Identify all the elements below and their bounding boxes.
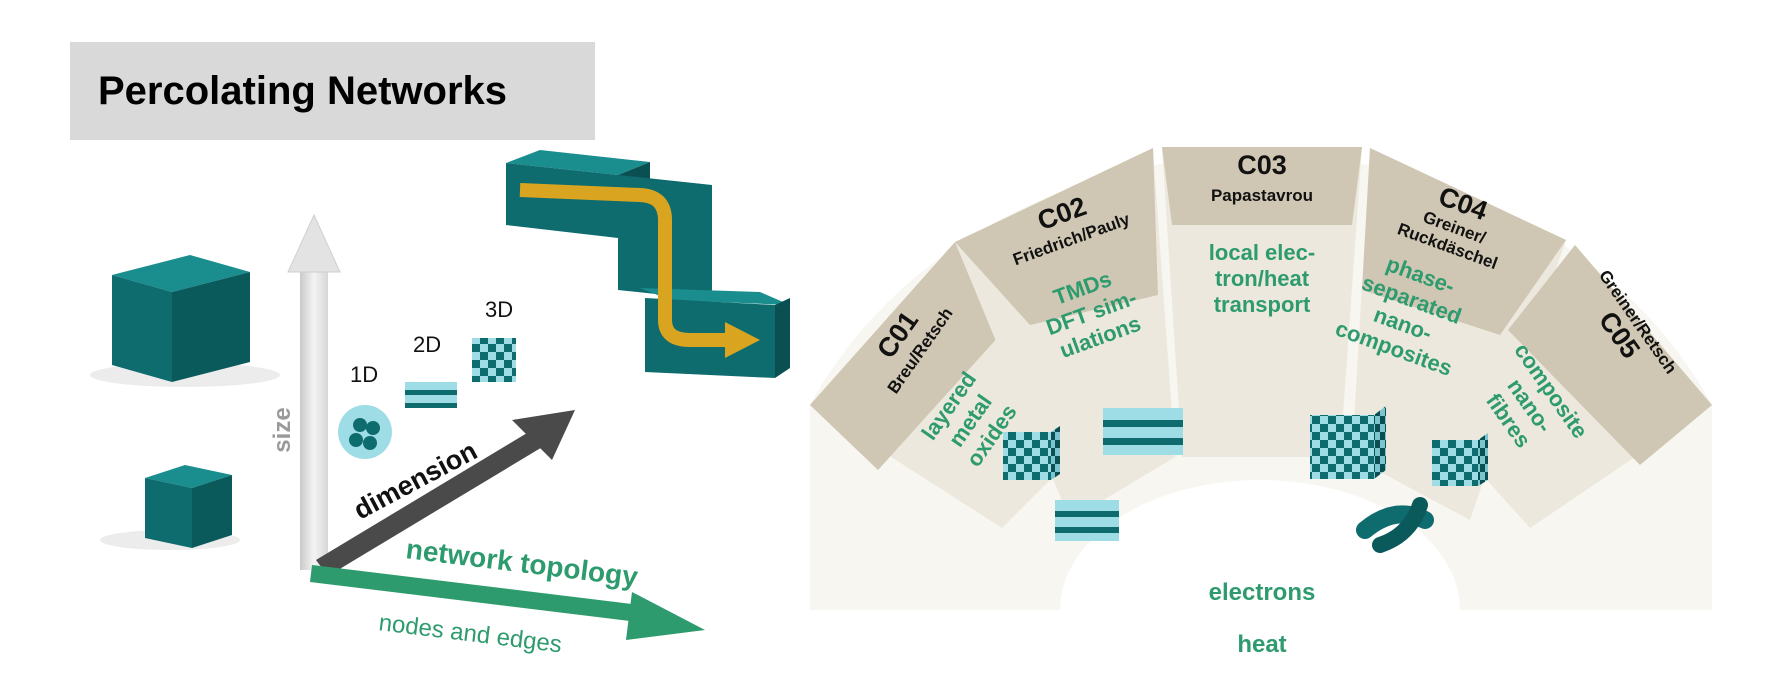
dim-label-1d: 1D <box>350 362 378 387</box>
project-topic-c03-line1: local elec- <box>1209 240 1315 265</box>
3d-network-icon <box>472 338 516 382</box>
dim-label-2d: 2D <box>413 332 441 357</box>
project-topic-c03-line3: transport <box>1214 292 1311 317</box>
2d-layers-icon <box>405 382 457 408</box>
dim-label-3d: 3D <box>485 297 513 322</box>
orange-path-arrow <box>519 183 730 347</box>
c05-fibres-icon <box>1356 497 1434 553</box>
size-axis <box>287 213 341 570</box>
sector-c05 <box>1478 245 1712 528</box>
size-axis-label: size <box>269 407 296 452</box>
c05-3d-network-icon <box>1432 433 1488 486</box>
topology-axis-sublabel: nodes and edges <box>377 609 563 658</box>
project-topic-c03-line2: tron/heat <box>1215 266 1310 291</box>
sector-c04 <box>1352 148 1566 520</box>
carrier-heat: heat <box>1237 631 1286 658</box>
sector-c03 <box>1162 147 1362 457</box>
c01-layered-icon <box>1055 500 1119 541</box>
large-cube <box>112 255 250 382</box>
sector-c01 <box>810 242 1060 528</box>
carrier-electrons: electrons <box>1209 579 1316 606</box>
c01-3d-network-icon <box>1003 426 1060 480</box>
project-pi-c03: Papastavrou <box>1211 186 1313 205</box>
small-cube <box>145 465 232 548</box>
title-box: Percolating Networks <box>70 42 595 140</box>
topology-axis <box>310 565 705 640</box>
orange-arrowhead <box>725 322 760 358</box>
c02-layered-icon <box>1103 408 1183 455</box>
c04-checker-cube-icon <box>1310 406 1386 479</box>
project-code-c03: C03 <box>1237 150 1287 180</box>
page-title: Percolating Networks <box>98 68 508 113</box>
1d-fiber-icon <box>338 405 392 459</box>
dimension-axis <box>316 410 575 576</box>
